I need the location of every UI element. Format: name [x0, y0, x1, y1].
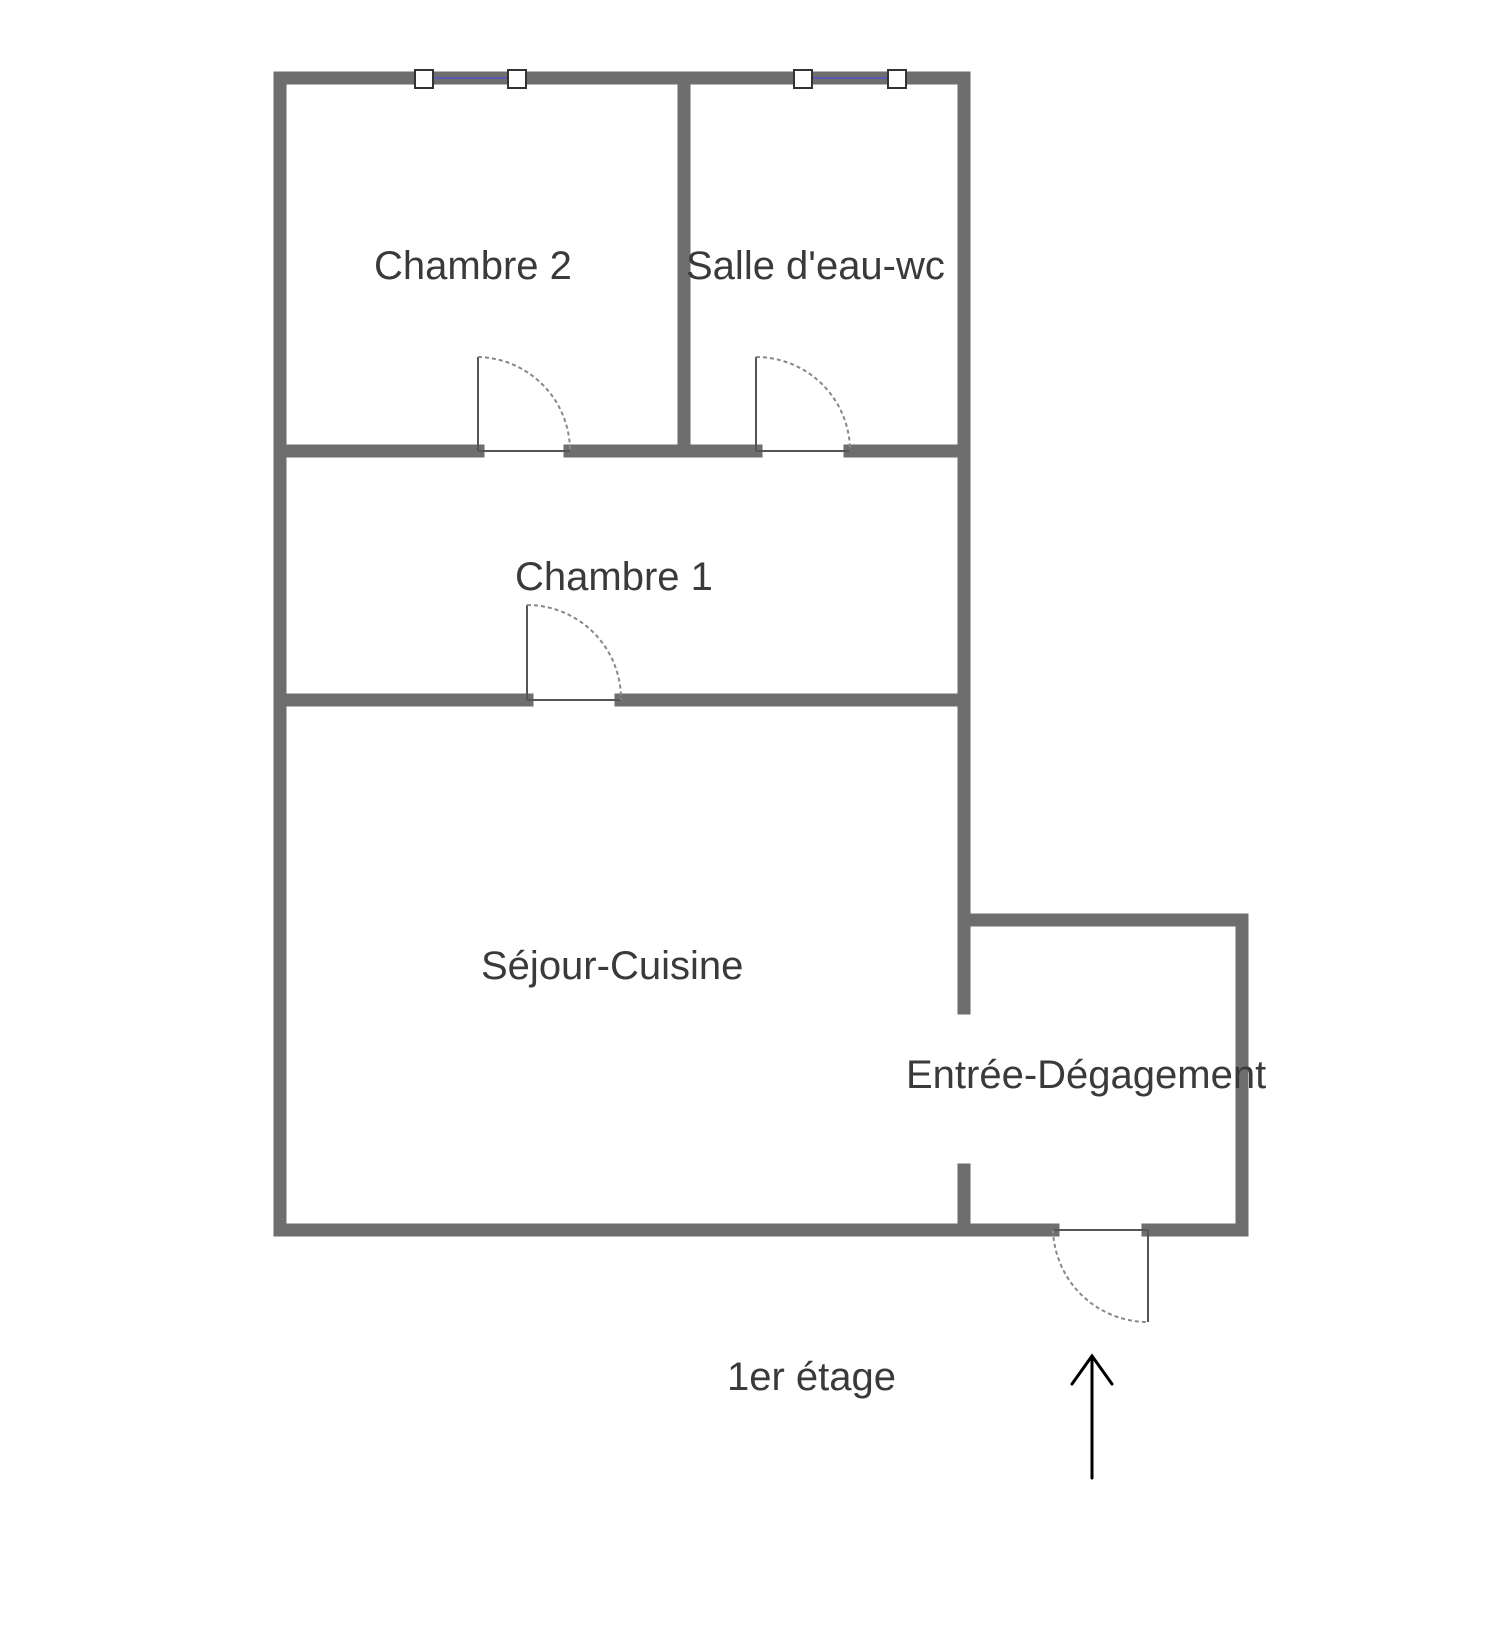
room-label-sejour-cuisine: Séjour-Cuisine — [481, 944, 743, 988]
window-marker — [887, 69, 907, 89]
window-marker — [414, 69, 434, 89]
room-label-chambre-2: Chambre 2 — [374, 244, 572, 288]
window-marker — [793, 69, 813, 89]
window-marker — [507, 69, 527, 89]
door-bedroom-1 — [526, 604, 623, 701]
door-bedroom-2 — [477, 356, 571, 452]
walls — [273, 71, 1249, 1237]
arrow-up-icon — [1070, 1353, 1114, 1480]
window-bedroom-2 — [414, 69, 527, 89]
room-label-salle-eau: Salle d'eau-wc — [686, 244, 945, 288]
room-label-chambre-1: Chambre 1 — [515, 555, 713, 599]
floor-label: 1er étage — [727, 1355, 896, 1399]
door-entrance — [1052, 1229, 1149, 1323]
window-bathroom — [793, 69, 907, 89]
room-label-entree-degagement: Entrée-Dégagement — [906, 1053, 1266, 1097]
door-bathroom — [755, 356, 851, 452]
